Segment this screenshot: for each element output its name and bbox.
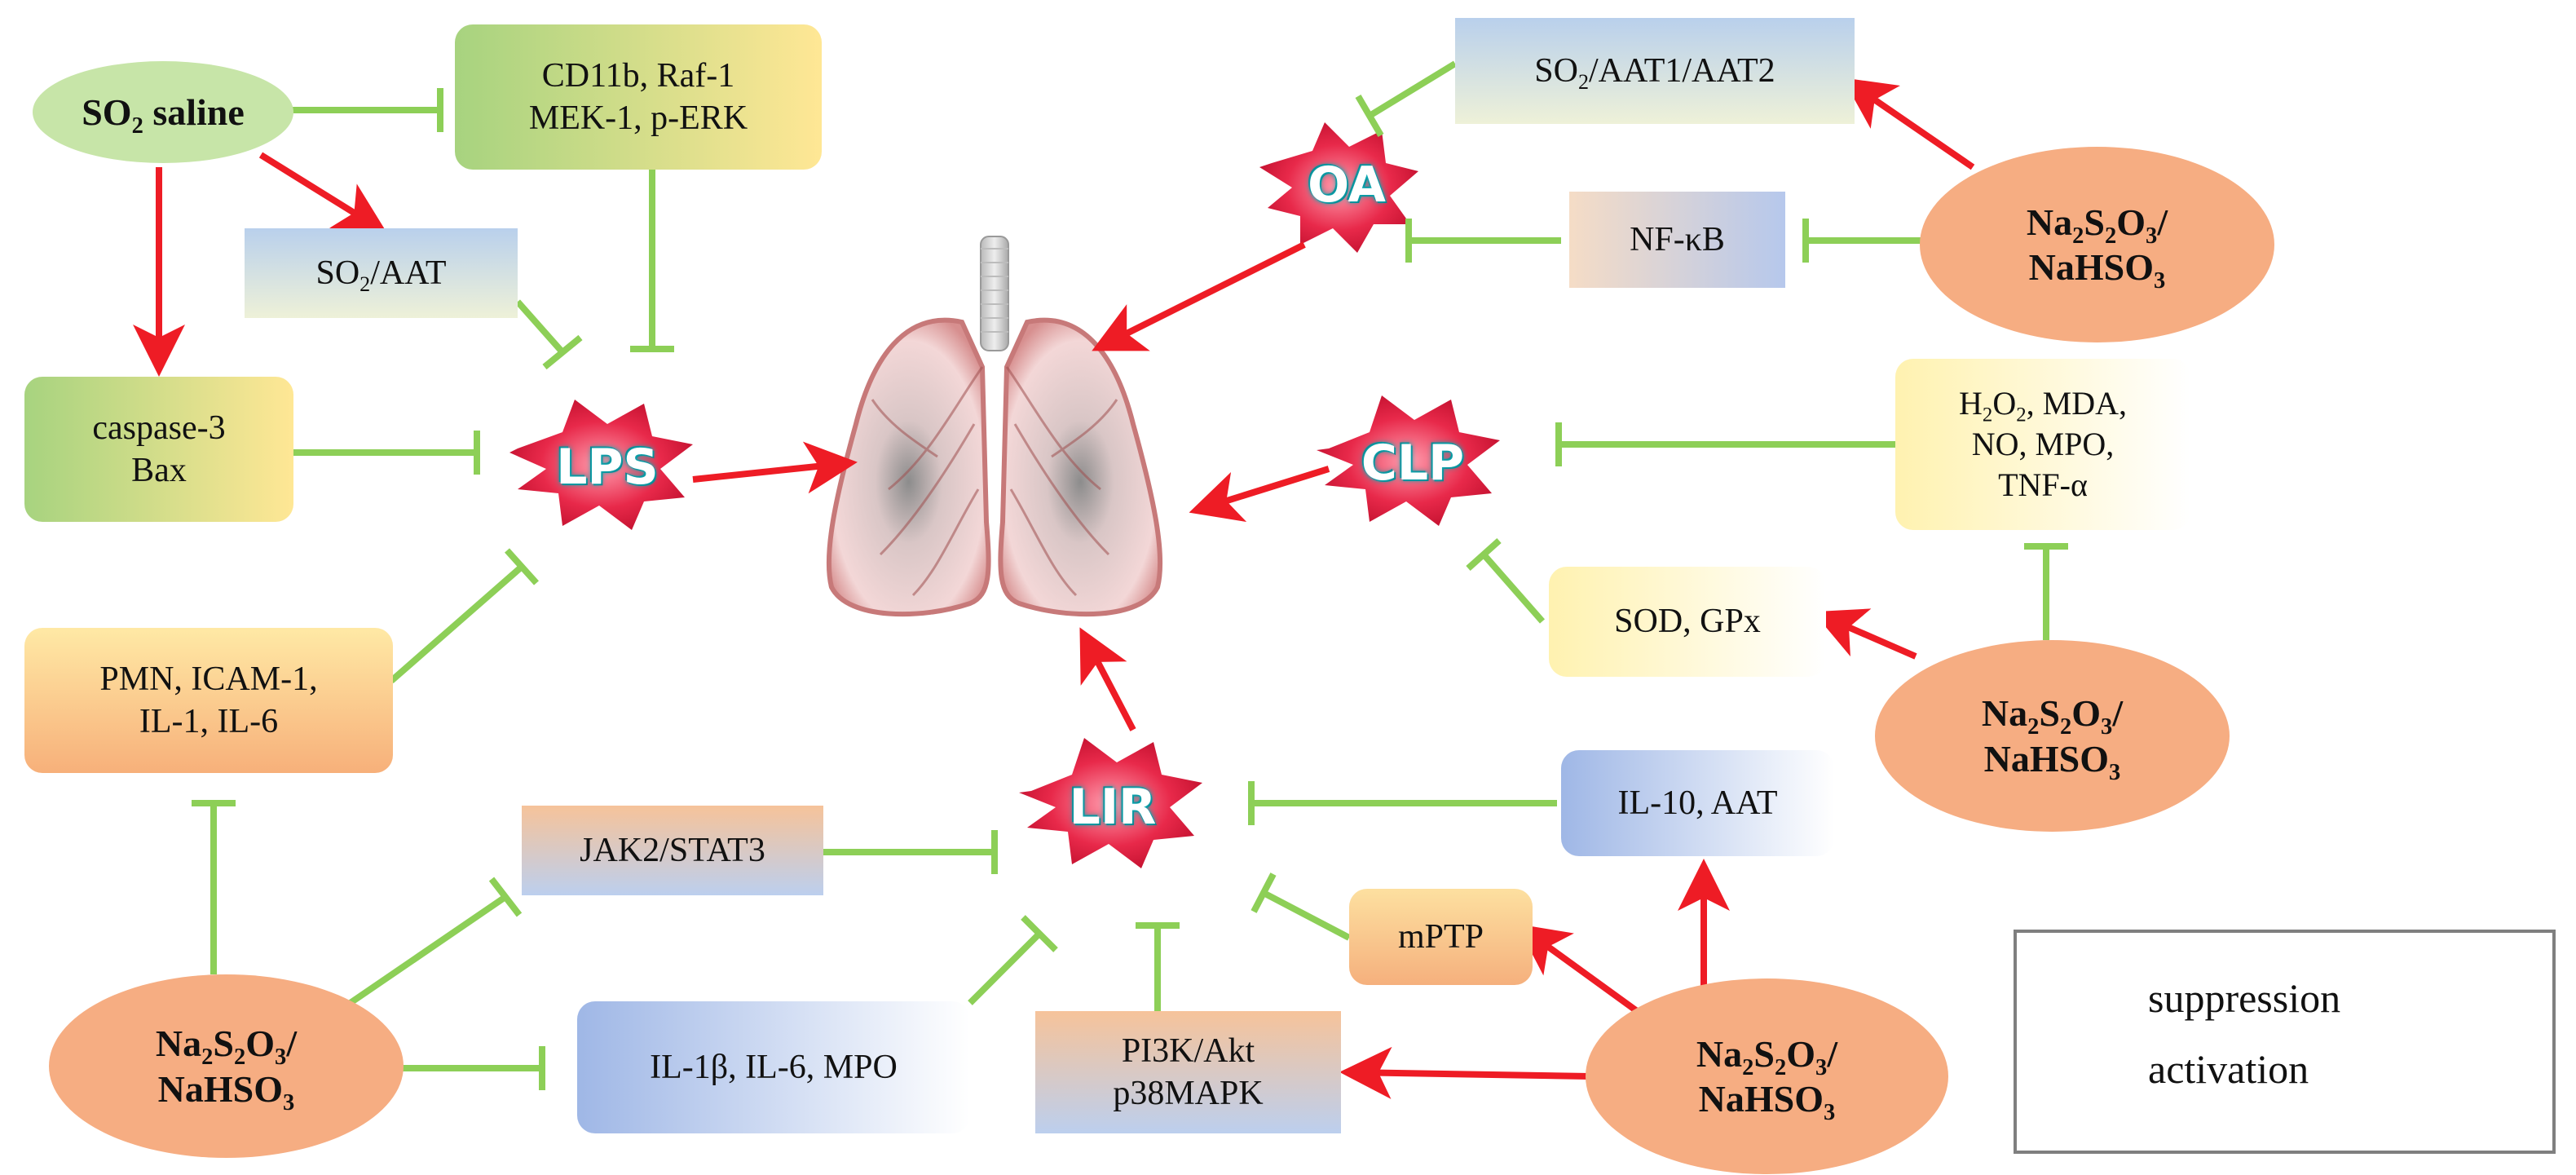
arrow-oa-to-lung: [1092, 241, 1306, 351]
legend-suppression-label: suppression: [2148, 975, 2341, 1021]
pi3k-line-1: PI3K/Akt: [1121, 1031, 1255, 1070]
supp-sod-clp: [1466, 538, 1546, 624]
supp-so2aat-lps: [515, 299, 583, 370]
supp-h2o2-clp: [1555, 422, 1895, 466]
lps-burst: [509, 400, 693, 530]
na-right-node: Na2S2O3/ NaHSO3: [1875, 640, 2230, 832]
il10-aat-node: IL-10, AAT: [1561, 750, 1834, 856]
arrow-na-to-sod: [1812, 608, 1917, 660]
arrow-lps-to-lung: [692, 441, 858, 494]
lungs-illustration: [826, 236, 1163, 617]
supp-pi3k-lir: [1136, 922, 1180, 1011]
jak2-stat3-node: JAK2/STAT3: [522, 806, 823, 895]
pi3k-line-2: p38MAPK: [1113, 1075, 1264, 1112]
supp-mptp-lir: [1251, 872, 1351, 941]
supp-na-h2o2: [2024, 543, 2068, 640]
na-bottom-right-node: Na2S2O3/ NaHSO3: [1586, 978, 1948, 1174]
oa-burst: [1259, 122, 1418, 253]
nfkb-label: NF-κB: [1630, 220, 1725, 258]
arrow-clp-to-lung: [1189, 466, 1330, 523]
h2o2-node: H2O2, MDA, NO, MPO, TNF-α: [1895, 359, 2190, 530]
clp-burst: [1317, 395, 1500, 526]
supp-il10-lir: [1248, 781, 1557, 825]
legend-activation-label: activation: [2148, 1046, 2309, 1092]
supp-na-nfkb: [1802, 219, 1924, 263]
supp-nfkb-oa: [1405, 219, 1561, 263]
mptp-label: mPTP: [1397, 917, 1484, 956]
cd11b-node: CD11b, Raf-1 MEK-1, p-ERK: [455, 24, 822, 170]
h2o2-line-3: TNF-α: [1998, 466, 2088, 503]
sod-gpx-node: SOD, GPx: [1549, 567, 1826, 677]
il1b-label: IL-1β, IL-6, MPO: [650, 1048, 898, 1086]
supp-saline-cd11b: [289, 88, 443, 132]
supp-caspase-lps: [293, 431, 480, 475]
arrow-na-to-mptp: [1516, 923, 1645, 1018]
so2-aat1-aat2-node: SO2/AAT1/AAT2: [1455, 18, 1855, 124]
activation-arrows: [133, 77, 1975, 1099]
oa-label: OA: [1308, 157, 1386, 214]
h2o2-line-2: NO, MPO,: [1971, 426, 2115, 462]
il10-label: IL-10, AAT: [1617, 784, 1778, 822]
arrow-na-to-so2aat1: [1842, 77, 1975, 170]
nfkb-node: NF-κB: [1569, 192, 1785, 288]
na-bottom-left-node: Na2S2O3/ NaHSO3: [49, 974, 404, 1158]
pmn-line-2: IL-1, IL-6: [139, 703, 279, 740]
caspase-line-2: Bax: [131, 452, 187, 489]
lps-label: LPS: [556, 439, 659, 496]
lir-burst: [1019, 738, 1202, 868]
sod-label: SOD, GPx: [1614, 603, 1761, 641]
supp-il1b-lir: [968, 915, 1058, 1005]
cd11b-line-2: MEK-1, p-ERK: [528, 99, 748, 137]
suppression-connectors: [192, 60, 2068, 1090]
il1b-il6-mpo-node: IL-1β, IL-6, MPO: [577, 1001, 970, 1133]
caspase-bax-node: caspase-3 Bax: [24, 377, 293, 522]
clp-label: CLP: [1361, 435, 1465, 492]
supp-na-jak2: [336, 877, 523, 1014]
supp-jak2-lir: [823, 830, 998, 874]
supp-na-pmn: [192, 800, 236, 974]
pmn-line-1: PMN, ICAM-1,: [99, 660, 318, 698]
arrow-saline-to-so2aat: [258, 152, 388, 234]
na-top-node: Na2S2O3/ NaHSO3: [1920, 147, 2274, 342]
supp-so2aat1-oa: [1355, 60, 1458, 138]
mptp-node: mPTP: [1349, 889, 1533, 985]
legend: [2014, 930, 2556, 1154]
supp-pmn-lps: [389, 548, 539, 684]
lir-label: LIR: [1069, 779, 1157, 836]
arrow-na-to-pi3k: [1339, 1046, 1590, 1099]
caspase-line-1: caspase-3: [92, 409, 226, 447]
supp-cd11b-lps: [630, 167, 674, 352]
so2-saline-node: SO2 saline: [33, 61, 293, 163]
pi3k-node: PI3K/Akt p38MAPK: [1035, 1011, 1341, 1133]
cd11b-line-1: CD11b, Raf-1: [541, 56, 735, 95]
so2-aat-node: SO2/AAT: [245, 228, 518, 318]
supp-na-il1b: [399, 1046, 545, 1090]
pmn-node: PMN, ICAM-1, IL-1, IL-6: [24, 628, 393, 773]
jak2-label: JAK2/STAT3: [580, 831, 765, 869]
arrow-lir-to-lung: [1079, 627, 1136, 731]
